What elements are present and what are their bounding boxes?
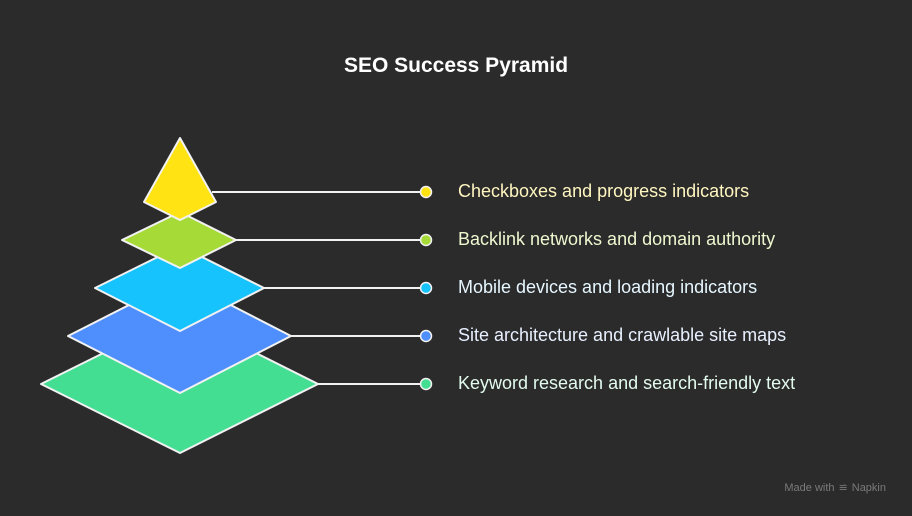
level-dot-3 xyxy=(419,281,433,295)
level-dot-2 xyxy=(419,233,433,247)
level-label-4: Site architecture and crawlable site map… xyxy=(458,325,787,345)
pyramid-level-3 xyxy=(94,245,265,332)
level-dot-5 xyxy=(419,377,433,391)
made-with-napkin: Made with ≌ Napkin xyxy=(784,481,886,495)
level-label-5: Keyword research and search-friendly tex… xyxy=(458,373,796,393)
made-with-text: Made with xyxy=(784,481,835,494)
napkin-logo-icon: ≌ xyxy=(838,482,848,494)
level-label-3: Mobile devices and loading indicators xyxy=(458,277,758,297)
level-label-2: Backlink networks and domain authority xyxy=(458,229,776,249)
diagram-title: SEO Success Pyramid xyxy=(343,54,569,77)
napkin-brand: Napkin xyxy=(851,481,886,494)
level-label-1: Checkboxes and progress indicators xyxy=(458,181,750,201)
level-dot-4 xyxy=(419,329,433,343)
level-dot-1 xyxy=(419,185,433,199)
pyramid-level-1 xyxy=(143,137,217,221)
pyramid-level-4 xyxy=(67,278,292,394)
pyramid-level-2 xyxy=(121,211,237,269)
